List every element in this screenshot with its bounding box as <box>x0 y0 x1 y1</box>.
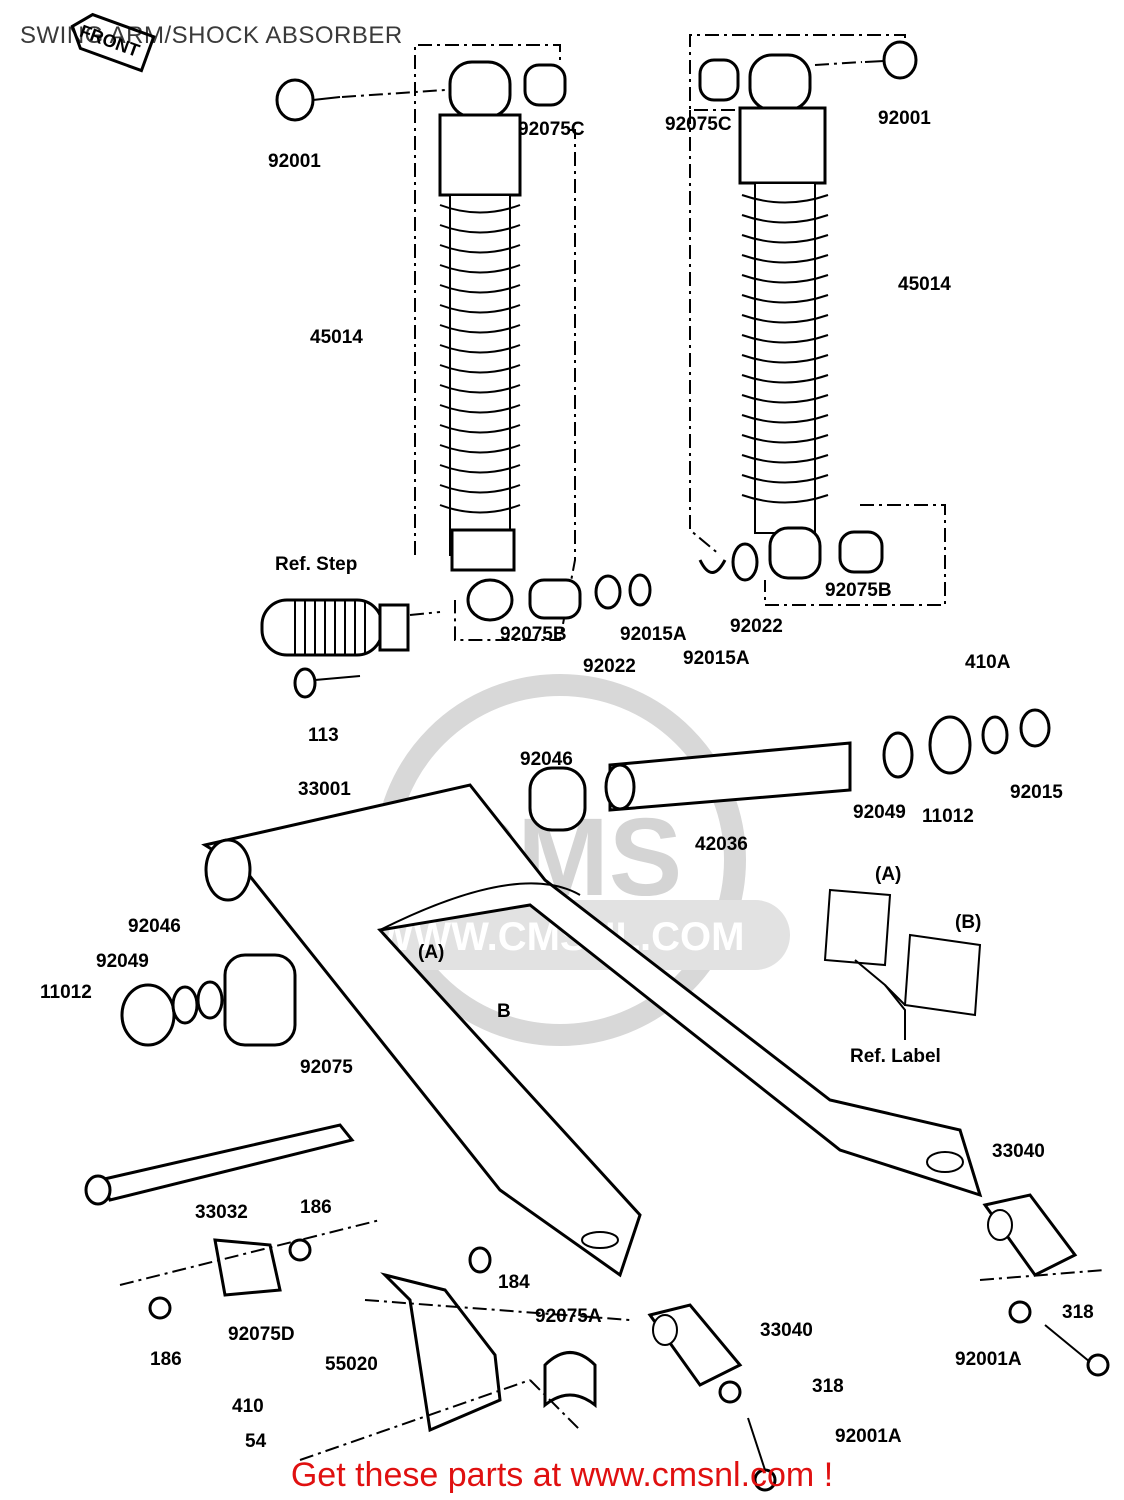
label-92075b-right: 92075B <box>825 580 892 601</box>
label-a-on-arm: (A) <box>418 942 444 963</box>
label-186-top: 186 <box>300 1197 332 1218</box>
label-ref-b: (B) <box>955 912 981 933</box>
label-11012-top: 11012 <box>922 806 974 827</box>
part-labels: 92001 92075C 92075C 92001 45014 45014 Re… <box>40 108 1094 1452</box>
label-45014-left: 45014 <box>310 327 363 348</box>
label-33001: 33001 <box>298 779 351 800</box>
diagram-title: SWING ARM/SHOCK ABSORBER <box>20 22 403 49</box>
label-113: 113 <box>308 725 339 746</box>
label-92075a: 92075A <box>535 1306 602 1327</box>
label-92015a-left: 92015A <box>620 624 687 645</box>
label-33040-right: 33040 <box>992 1141 1045 1162</box>
front-marker: FRONT <box>70 12 156 73</box>
label-92075d: 92075D <box>228 1324 295 1345</box>
label-92001-right: 92001 <box>878 108 931 129</box>
label-186-bottom: 186 <box>150 1349 182 1370</box>
bush-92075b-left <box>528 578 582 620</box>
chain-adjuster-right <box>982 1193 1078 1277</box>
bush-92075b-right <box>838 530 884 574</box>
bush-92075c-right <box>698 58 740 102</box>
ref-labels <box>823 888 982 1040</box>
label-42036: 42036 <box>695 834 748 855</box>
label-55020: 55020 <box>325 1354 378 1375</box>
label-92049-top: 92049 <box>853 802 906 823</box>
label-ref-a: (A) <box>875 864 901 885</box>
label-92022-left: 92022 <box>583 656 636 677</box>
washer-92015a-left <box>628 573 652 607</box>
label-b-on-arm: B <box>497 1001 511 1022</box>
left-pivot-parts <box>120 953 297 1047</box>
swing-arm <box>201 783 983 1278</box>
slider-92075a <box>543 1351 597 1409</box>
label-92075c-right: 92075C <box>665 114 732 135</box>
label-33032: 33032 <box>195 1202 248 1223</box>
label-410: 410 <box>232 1396 264 1417</box>
bolt-113 <box>293 667 361 699</box>
pivot-shaft-33032 <box>84 1123 355 1206</box>
label-184: 184 <box>498 1272 530 1293</box>
bolt-92001-left <box>275 78 341 122</box>
label-410a: 410A <box>965 652 1011 673</box>
misc-bolts <box>148 1238 1110 1492</box>
label-92046-left: 92046 <box>128 916 181 937</box>
left-shock-absorber <box>438 60 522 622</box>
label-92075b-left: 92075B <box>500 624 567 645</box>
right-shock-absorber <box>738 53 829 580</box>
label-54: 54 <box>245 1431 267 1452</box>
label-92049-left: 92049 <box>96 951 149 972</box>
label-ref-label: Ref. Label <box>850 1046 941 1067</box>
label-92022-right: 92022 <box>730 616 783 637</box>
label-33040-left: 33040 <box>760 1320 813 1341</box>
label-318-right: 318 <box>1062 1302 1094 1323</box>
label-ref-step: Ref. Step <box>275 554 357 575</box>
label-92075c-left: 92075C <box>518 119 585 140</box>
bush-92075c-left <box>523 63 567 107</box>
footer-link-text[interactable]: Get these parts at www.cmsnl.com ! <box>290 1456 834 1494</box>
collar-92022-left <box>594 574 622 610</box>
collar-92022-right <box>731 542 759 582</box>
label-92075: 92075 <box>300 1057 353 1078</box>
chain-guide-55020 <box>380 1272 502 1433</box>
label-92001-left: 92001 <box>268 151 321 172</box>
guard-92075d <box>213 1238 282 1297</box>
label-92046-top: 92046 <box>520 749 573 770</box>
washer-92015a-right <box>698 559 727 574</box>
label-92001a-right: 92001A <box>955 1349 1022 1370</box>
label-92001a-bottom: 92001A <box>835 1426 902 1447</box>
label-92015a-right: 92015A <box>683 648 750 669</box>
front-marker-text: FRONT <box>77 21 142 61</box>
bolt-92001-right <box>864 40 918 80</box>
label-92015: 92015 <box>1010 782 1063 803</box>
label-318-bottom: 318 <box>812 1376 844 1397</box>
pivot-parts <box>528 708 1051 832</box>
footstep <box>260 598 410 657</box>
label-45014-right: 45014 <box>898 274 951 295</box>
label-11012-left: 11012 <box>40 982 92 1003</box>
chain-adjuster-left <box>647 1303 743 1387</box>
